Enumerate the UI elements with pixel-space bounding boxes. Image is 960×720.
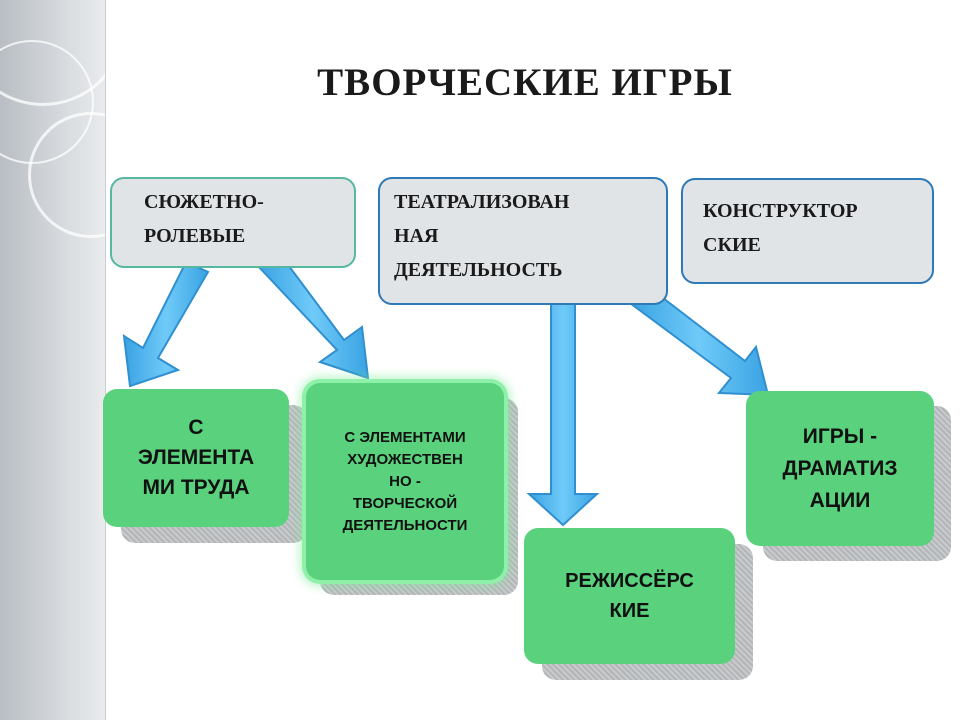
decorative-side-band	[0, 0, 106, 720]
arrow-roleplay-to-art	[256, 252, 370, 380]
node-labor-elements: С ЭЛЕМЕНТА МИ ТРУДА	[103, 389, 289, 527]
category-construction: КОНСТРУКТОР СКИЕ	[681, 178, 934, 284]
arrow-roleplay-to-labor	[122, 260, 210, 388]
arrow-theatre-to-director	[526, 302, 600, 527]
node-director: РЕЖИССЁРС КИЕ	[524, 528, 735, 664]
page-title: ТВОРЧЕСКИЕ ИГРЫ	[317, 61, 733, 104]
category-theatre: ТЕАТРАЛИЗОВАН НАЯ ДЕЯТЕЛЬНОСТЬ	[378, 177, 668, 305]
node-art-creative: С ЭЛЕМЕНТАМИ ХУДОЖЕСТВЕН НО - ТВОРЧЕСКОЙ…	[306, 383, 504, 580]
arrow-theatre-to-dramatization	[628, 286, 770, 397]
category-roleplay: СЮЖЕТНО- РОЛЕВЫЕ	[110, 177, 356, 268]
node-dramatization: ИГРЫ - ДРАМАТИЗ АЦИИ	[746, 391, 934, 546]
